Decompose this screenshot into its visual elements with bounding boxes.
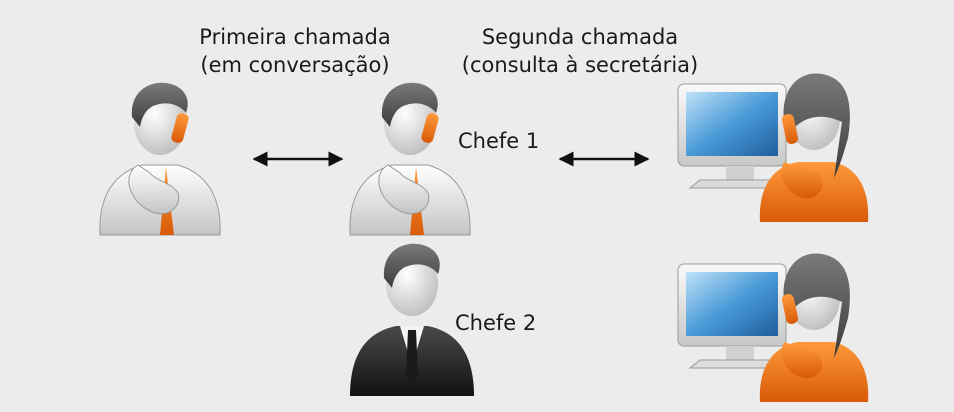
caller-icon xyxy=(99,82,221,236)
secretary-bottom-icon xyxy=(677,252,869,403)
second-call-title: Segunda chamada xyxy=(482,25,678,49)
boss-1-label: Chefe 1 xyxy=(458,129,539,153)
boss-2-label: Chefe 2 xyxy=(455,311,536,335)
first-call-subtitle: (em conversação) xyxy=(200,53,389,77)
secretary-top-icon xyxy=(677,72,869,223)
boss-1-icon xyxy=(349,82,471,236)
second-call-subtitle: (consulta à secretária) xyxy=(462,53,698,77)
first-call-title: Primeira chamada xyxy=(199,25,390,49)
